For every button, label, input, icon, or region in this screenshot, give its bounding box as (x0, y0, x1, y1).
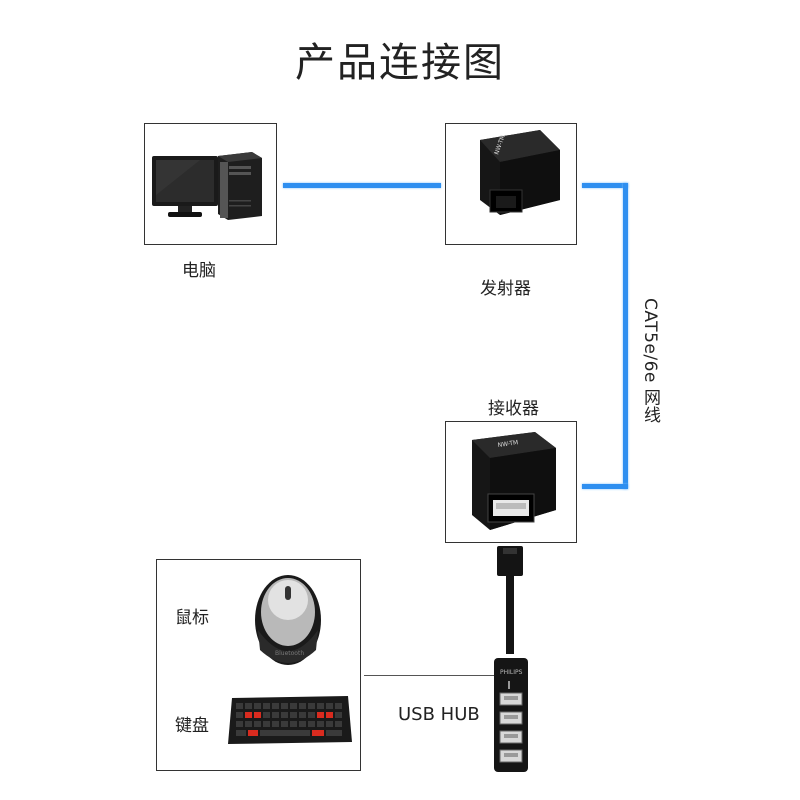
cable-transmitter-out (582, 183, 628, 188)
page-title: 产品连接图 (295, 40, 505, 86)
svg-text:Bluetooth: Bluetooth (275, 650, 304, 657)
cable-vertical-run (623, 183, 628, 489)
pc-tower-icon (218, 152, 262, 220)
svg-text:PHILIPS: PHILIPS (500, 669, 523, 676)
svg-text:NW-TM: NW-TM (497, 439, 518, 449)
mouse-icon: Bluetooth (255, 575, 321, 665)
peripherals-to-hub-line (364, 675, 494, 676)
monitor-icon (152, 156, 218, 217)
cable-receiver-in (582, 484, 628, 489)
receiver-label: 接收器 (488, 399, 539, 419)
usb-cable-icon (497, 546, 523, 654)
usb-hub-label: USB HUB (398, 704, 480, 725)
transmitter-icon: NW-TM (480, 130, 560, 215)
cable-label: CAT5e/6e 网线 (640, 298, 660, 424)
transmitter-label: 发射器 (480, 279, 531, 299)
usb-hub-icon: PHILIPS (494, 658, 528, 772)
keyboard-label: 键盘 (175, 716, 209, 736)
keyboard-icon (228, 696, 352, 744)
mouse-label: 鼠标 (175, 608, 209, 628)
receiver-icon: NW-TM (472, 432, 556, 530)
computer-label: 电脑 (182, 261, 216, 281)
cable-computer-to-transmitter (283, 183, 441, 188)
